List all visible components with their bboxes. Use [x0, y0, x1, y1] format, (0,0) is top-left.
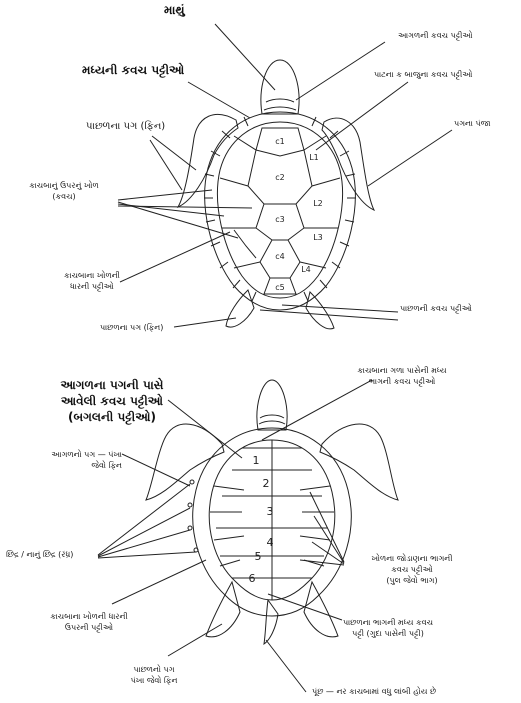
- label-marginal-under-line: કાચબાના ખોળની ધારની: [30, 611, 148, 622]
- label-front-flipper-line: જેવો ફિન: [20, 460, 122, 471]
- code-c1: c1: [275, 137, 285, 146]
- right-rear-flipper: [306, 292, 334, 329]
- label-front-scute: આગળની કવચ પટ્ટીઓ: [398, 30, 473, 41]
- code-l4: L4: [301, 265, 311, 274]
- label-head: માથું: [164, 2, 185, 18]
- pore: [188, 526, 192, 530]
- label-rear-scute: પાછળની કવચ પટ્ટીઓ: [400, 303, 472, 314]
- label-middle-scutes: મધ્યની કવચ પટ્ટીઓ: [82, 62, 184, 78]
- plastron-number: 3: [267, 505, 274, 518]
- tail: [264, 600, 278, 644]
- plastron-number: 6: [249, 572, 256, 585]
- label-marginal-under: કાચબાના ખોળની ધારની ઉપરની પટ્ટીઓ: [30, 611, 148, 633]
- label-front-flipper-line: આગળનો પગ — પંખા: [20, 449, 122, 460]
- left-rear-flipper: [226, 290, 254, 327]
- label-anal: પાછળના ભાગની મધ્ય કવચ પટ્ટી (ગુદા પાસેની…: [320, 617, 456, 639]
- label-gular: કાચબાના ગળા પાસેની મધ્ય ભાગની કવચ પટ્ટીઓ: [344, 365, 460, 387]
- label-gular-line: ભાગની કવચ પટ્ટીઓ: [344, 376, 460, 387]
- label-axillary: આગળના પગની પાસે આવેલી કવચ પટ્ટીઓ (બગલની …: [32, 377, 192, 425]
- label-marginal-line: કાચબાના ખોળની: [50, 270, 134, 281]
- head-scute-line: [266, 99, 294, 102]
- code-l3: L3: [313, 233, 323, 242]
- code-c5: c5: [275, 283, 285, 292]
- label-carapace-line: (કવચ): [10, 191, 118, 202]
- label-carapace-line: કાચબાનું ઉપરનું ખોળ: [10, 180, 118, 191]
- label-marginal-line: ધારની પટ્ટીઓ: [50, 281, 134, 292]
- label-rear-flipper-line: પંખા જેવો ફિન: [104, 675, 204, 686]
- label-bridge-line: ખોળના જોડાણના ભાગની: [348, 553, 476, 564]
- label-tail: પૂંછ — નર કાચબામાં વધુ લાંબી હોય છે: [312, 686, 436, 697]
- label-rear-flipper-bottom: પાછળના પગ (ફિન): [100, 322, 163, 333]
- head-under-line: [259, 415, 285, 424]
- code-l2: L2: [313, 199, 323, 208]
- label-pores: છિદ્ર / નાનું છિદ્ર (રંધ્ર): [6, 549, 73, 560]
- label-anal-line: પાછળના ભાગની મધ્ય કવચ: [320, 617, 456, 628]
- label-side-scutes: પાટના ક બાજુના કવચ પટ્ટીઓ: [374, 69, 472, 80]
- label-marginal-under-line: ઉપરની પટ્ટીઓ: [30, 622, 148, 633]
- plastron-number: 4: [267, 536, 274, 549]
- plastron-number: 2: [263, 477, 270, 490]
- pore: [188, 503, 192, 507]
- label-axillary-line: આવેલી કવચ પટ્ટીઓ: [32, 393, 192, 409]
- label-foot: પગના પંજા: [454, 118, 491, 129]
- label-axillary-line: (બગલની પટ્ટીઓ): [32, 409, 192, 425]
- label-axillary-line: આગળના પગની પાસે: [32, 377, 192, 393]
- carapace-inner: [217, 122, 342, 298]
- code-c4: c4: [275, 252, 285, 261]
- costal-outline: [234, 230, 256, 258]
- label-anal-line: પટ્ટી (ગુદા પાસેની પટ્ટી): [320, 628, 456, 639]
- label-front-flipper: આગળનો પગ — પંખા જેવો ફિન: [20, 449, 122, 471]
- left-front-flipper-under: [146, 424, 224, 500]
- label-bridge: ખોળના જોડાણના ભાગની કવચ પટ્ટીઓ (પુલ જેવો…: [348, 553, 476, 586]
- label-carapace: કાચબાનું ઉપરનું ખોળ (કવચ): [10, 180, 118, 202]
- right-front-flipper-under: [320, 424, 398, 500]
- label-rear-flipper-top: પાછળના પગ (ફિન): [86, 120, 165, 134]
- plastron-numbers: 1 2 3 4 5 6: [249, 454, 274, 585]
- label-marginal: કાચબાના ખોળની ધારની પટ્ટીઓ: [50, 270, 134, 292]
- label-bridge-line: (પુલ જેવો ભાગ): [348, 575, 476, 586]
- label-rear-flipper-line: પાછળનો પગ: [104, 664, 204, 675]
- code-c3: c3: [275, 215, 285, 224]
- pore: [190, 480, 194, 484]
- code-l1: L1: [309, 153, 319, 162]
- plastron-seams: [216, 440, 328, 600]
- plastron-number: 5: [255, 550, 262, 563]
- plastron-number: 1: [253, 454, 260, 467]
- label-gular-line: કાચબાના ગળા પાસેની મધ્ય: [344, 365, 460, 376]
- label-rear-flipper: પાછળનો પગ પંખા જેવો ફિન: [104, 664, 204, 686]
- label-bridge-line: કવચ પટ્ટીઓ: [348, 564, 476, 575]
- code-c2: c2: [275, 173, 285, 182]
- head-top: [261, 60, 299, 114]
- head-scute-line: [264, 107, 296, 110]
- left-rear-flipper-under: [206, 582, 240, 637]
- right-front-flipper: [322, 118, 374, 210]
